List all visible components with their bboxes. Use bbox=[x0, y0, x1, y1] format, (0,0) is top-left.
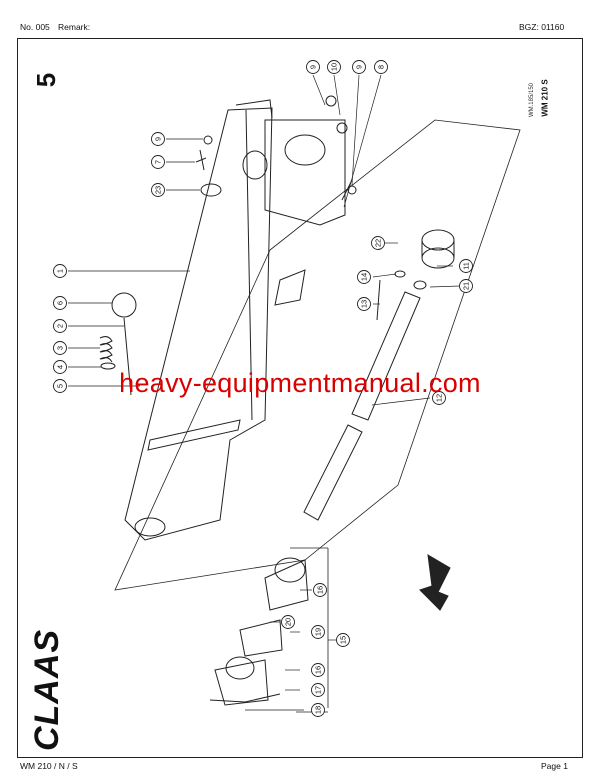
model-label: WM 210 S bbox=[541, 79, 550, 117]
callout-9a: 9 bbox=[309, 65, 318, 69]
callout-22: 22 bbox=[374, 239, 383, 247]
callout-12: 12 bbox=[435, 394, 444, 402]
callout-20: 20 bbox=[284, 618, 293, 626]
callout-9b: 9 bbox=[355, 65, 364, 69]
page-number: Page 1 bbox=[541, 761, 568, 771]
footer-model: WM 210 / N / S bbox=[20, 761, 78, 771]
callout-6: 6 bbox=[56, 301, 65, 305]
callout-23: 23 bbox=[154, 186, 163, 194]
bgz-number: BGZ: 01160 bbox=[519, 22, 565, 32]
claas-logo: CLAAS bbox=[28, 629, 66, 751]
reference-code: WM.185/150 bbox=[529, 82, 535, 117]
callout-11: 11 bbox=[462, 262, 471, 270]
callout-14: 14 bbox=[360, 273, 369, 281]
callout-16b: 16 bbox=[314, 666, 323, 674]
callout-15: 15 bbox=[339, 636, 348, 644]
callout-16a: 16 bbox=[316, 586, 325, 594]
callout-9c: 9 bbox=[154, 137, 163, 141]
callout-4: 4 bbox=[56, 365, 65, 369]
callout-10: 10 bbox=[330, 63, 339, 71]
callout-7: 7 bbox=[154, 160, 163, 164]
callout-8: 8 bbox=[377, 65, 386, 69]
callout-18: 18 bbox=[314, 706, 323, 714]
drawing-frame bbox=[17, 38, 583, 758]
doc-number: No. 005 bbox=[20, 22, 50, 32]
callout-13: 13 bbox=[360, 300, 369, 308]
callout-17: 17 bbox=[314, 686, 323, 694]
callout-3: 3 bbox=[56, 346, 65, 350]
callout-1: 1 bbox=[56, 269, 65, 273]
remark-label: Remark: bbox=[58, 22, 91, 32]
callout-21: 21 bbox=[462, 282, 471, 290]
callout-2: 2 bbox=[56, 324, 65, 328]
callout-19: 19 bbox=[314, 628, 323, 636]
watermark-text: heavy-equipmentmanual.com bbox=[119, 368, 481, 398]
section-number: 5 bbox=[31, 73, 61, 87]
callout-5: 5 bbox=[56, 384, 65, 388]
